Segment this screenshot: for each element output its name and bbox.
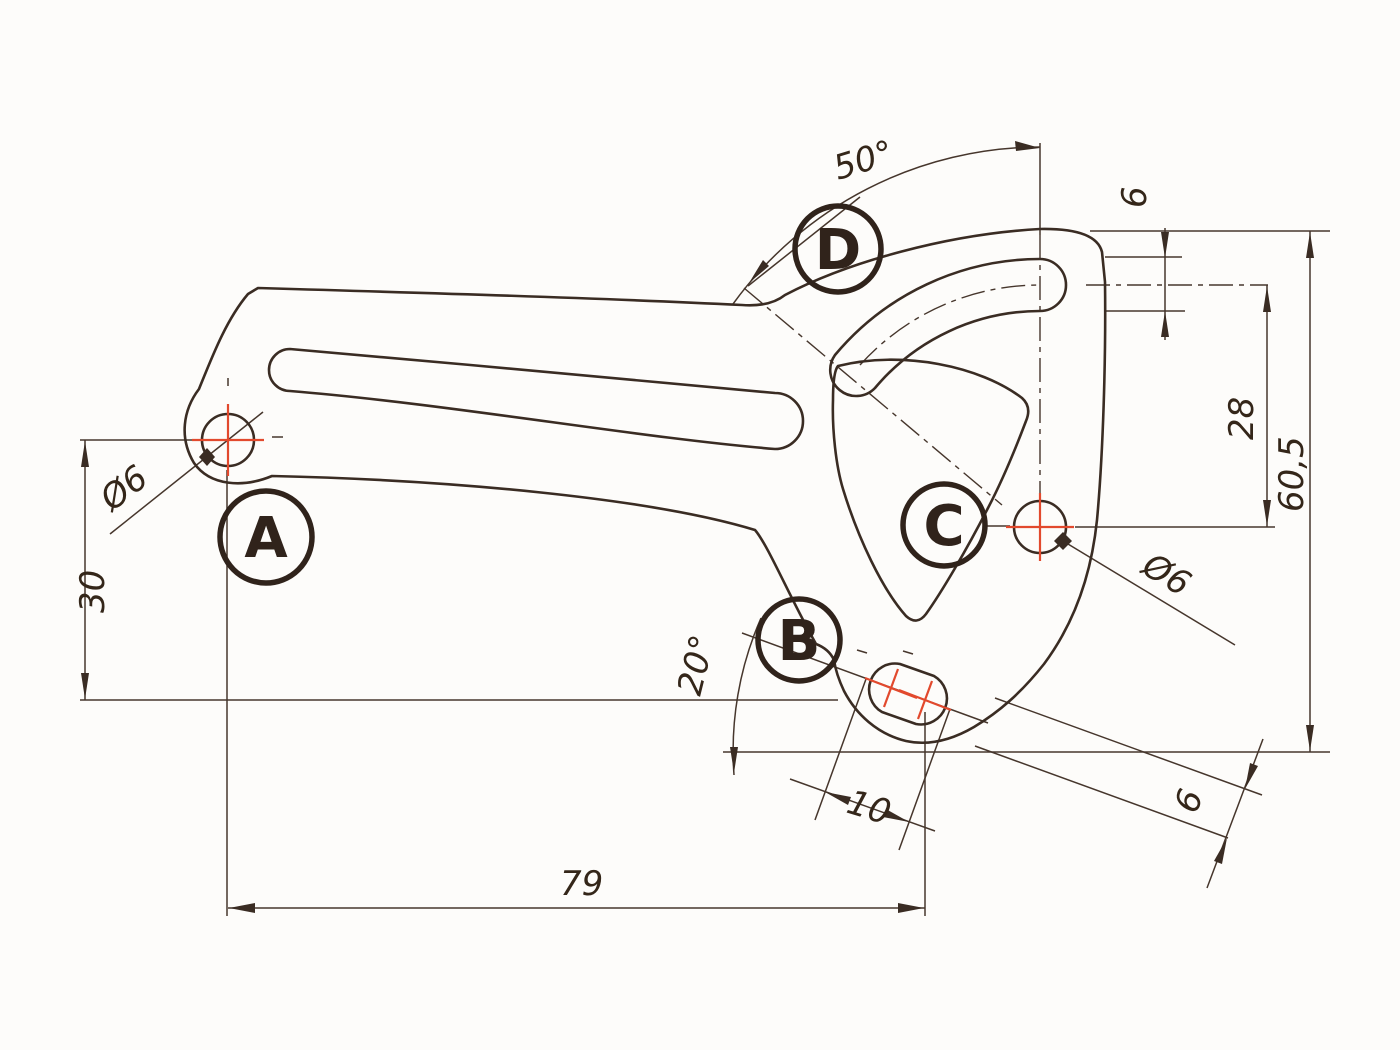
triangular-cutout	[831, 358, 1030, 622]
curved-slot	[828, 257, 1068, 398]
balloon-d-circle	[792, 203, 884, 295]
arm-slot	[267, 347, 805, 451]
dim-28: 28	[1222, 397, 1262, 440]
dim-hole-c: Ø6	[1134, 544, 1198, 604]
dimension-lines	[80, 141, 1330, 916]
dim-60-5: 60,5	[1272, 436, 1312, 512]
dim-angle-20: 20°	[670, 631, 723, 699]
dim-hole-a: Ø6	[91, 458, 155, 521]
center-marks	[192, 404, 1074, 720]
dim-10: 10	[842, 782, 895, 833]
curved-slot-centerline	[859, 284, 1041, 366]
dim-angle-50: 50°	[829, 133, 898, 189]
dim-79: 79	[560, 864, 603, 904]
balloon-a-label: A	[244, 506, 288, 571]
balloon-b-circle	[755, 596, 843, 684]
balloon-a-circle	[217, 488, 315, 586]
part-outline	[183, 227, 1107, 745]
slot-b	[867, 662, 949, 726]
dim-30: 30	[73, 570, 113, 613]
balloons: A B C D	[217, 203, 988, 684]
balloon-b-label: B	[778, 609, 821, 674]
balloon-c-label: C	[923, 494, 964, 559]
balloon-d-label: D	[815, 218, 861, 283]
dim-slot-width-6-top: 6	[1115, 186, 1155, 208]
balloon-c-circle	[900, 481, 988, 569]
dim-slot-width-6-bottom: 6	[1167, 784, 1212, 818]
